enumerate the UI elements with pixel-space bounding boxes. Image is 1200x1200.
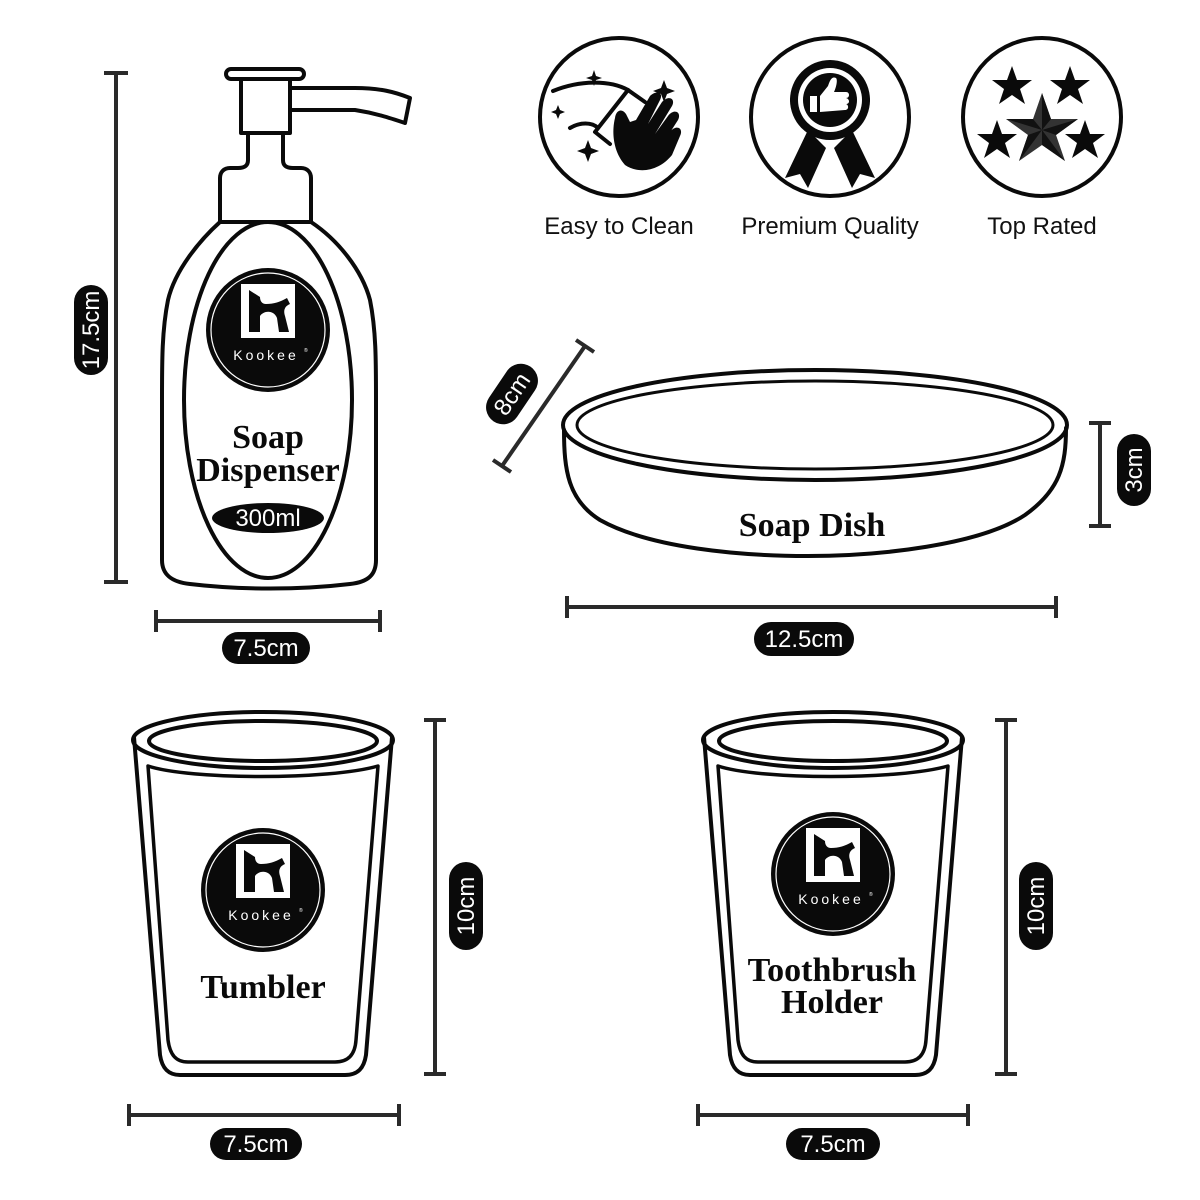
cleaning-hand-icon — [551, 70, 682, 171]
dispenser-width-dimension: 7.5cm — [154, 610, 382, 664]
dish-width-label: 12.5cm — [765, 626, 844, 653]
dish-height-dimension: 3cm — [1089, 421, 1151, 528]
toothbrush-holder-width-label: 7.5cm — [800, 1131, 865, 1158]
feature-label: Top Rated — [987, 213, 1096, 240]
toothbrush-holder-body — [702, 735, 964, 1077]
kookee-logo-icon — [205, 267, 331, 393]
capacity-pill — [212, 503, 324, 533]
feature-easy-to-clean: Easy to Clean — [538, 36, 700, 240]
dish-height-label: 3cm — [1121, 447, 1148, 492]
feature-label: Premium Quality — [741, 213, 918, 240]
tumbler: Tumbler — [131, 710, 395, 1077]
dish-rim-outer — [561, 368, 1069, 482]
capacity-label: 300ml — [235, 505, 300, 532]
tumbler-body — [132, 735, 394, 1077]
soap-dish-title: Soap Dish — [739, 507, 886, 544]
tumbler-height-label: 10cm — [453, 877, 480, 936]
dispenser-width-label: 7.5cm — [233, 635, 298, 662]
feature-label: Easy to Clean — [544, 213, 693, 240]
toothbrush-holder-height-dimension: 10cm — [995, 718, 1053, 1076]
toothbrush-holder-height-label: 10cm — [1023, 877, 1050, 936]
tumbler-title: Tumbler — [200, 969, 325, 1006]
kookee-logo-icon — [770, 811, 896, 937]
soap-dispenser-title-line1: Soap — [232, 419, 304, 456]
thumbs-up-badge-icon — [785, 60, 875, 188]
tumbler-width-dimension: 7.5cm — [127, 1104, 401, 1160]
bottle-label — [182, 220, 354, 580]
feature-top-rated: Top Rated — [961, 36, 1123, 240]
toothbrush-holder-title-line2: Holder — [781, 984, 883, 1021]
kookee-logo-icon — [200, 827, 326, 953]
toothbrush-holder: Toothbrush Holder — [701, 710, 965, 1077]
soap-dispenser-title-line2: Dispenser — [196, 452, 340, 489]
feature-premium-quality: Premium Quality — [741, 36, 919, 240]
toothbrush-holder-width-dimension: 7.5cm — [696, 1104, 970, 1160]
dish-body — [562, 426, 1068, 558]
tumbler-width-label: 7.5cm — [223, 1131, 288, 1158]
soap-dispenser: Soap Dispenser 300ml — [160, 67, 412, 591]
dish-width-dimension: 12.5cm — [565, 596, 1058, 656]
dispenser-height-dimension: 17.5cm — [74, 71, 128, 584]
bottle-body — [160, 220, 378, 591]
five-stars-icon — [977, 66, 1105, 161]
toothbrush-holder-title-line1: Toothbrush — [748, 952, 917, 989]
dispenser-height-label: 17.5cm — [78, 291, 105, 370]
tumbler-height-dimension: 10cm — [424, 718, 483, 1076]
soap-dish: Soap Dish — [561, 368, 1069, 558]
